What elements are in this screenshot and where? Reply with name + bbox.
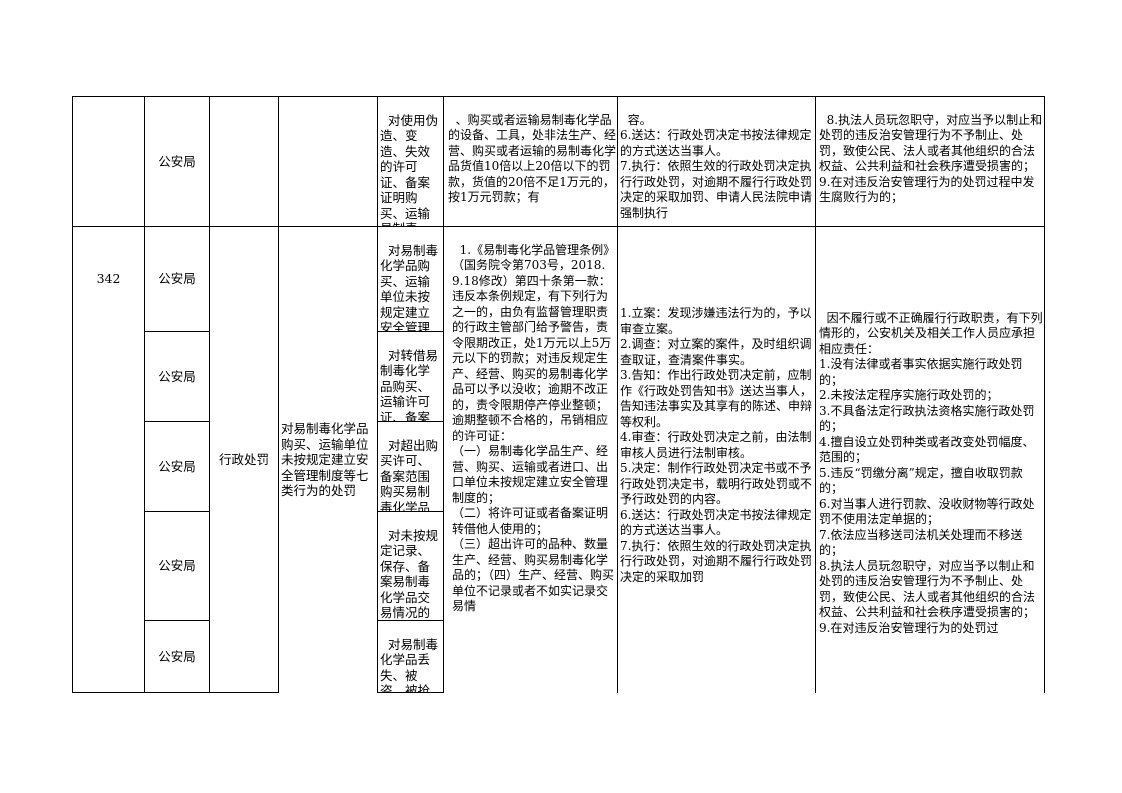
grid-line — [617, 96, 618, 693]
grid-line — [144, 511, 209, 512]
basis-text: 1.《易制毒化学品管理条例》（国务院令第703号，2018.9.18修改）第四十… — [452, 242, 616, 614]
category-cell: 行政处罚 — [210, 227, 278, 693]
grid-line — [1044, 96, 1045, 693]
row-number-cell: 342 — [73, 227, 144, 331]
grid-line — [144, 96, 145, 693]
process-cell: 1.立案：发现涉嫌违法行为的，予以审查立案。 2.调查：对立案的案件，及时组织调… — [620, 227, 814, 693]
grid-line — [209, 96, 210, 693]
process-text: 容。 6.送达：行政处罚决定书按法律规定的方式送达当事人。 7.执行：依照生效的… — [620, 112, 813, 220]
category-text: 行政处罚 — [218, 452, 269, 468]
item-name-text: 对易制毒化学品购买、运输单位未按规定建立安全管理制度等七类行为的处罚 — [281, 421, 369, 499]
basis-cell: 1.《易制毒化学品管理条例》（国务院令第703号，2018.9.18修改）第四十… — [452, 227, 616, 693]
basis-text: 、购买或者运输易制毒化学品的设备、工具，处非法生产、经营、购买或者运输的易制毒化… — [448, 112, 616, 205]
subitem-text: 对使用伪造、变造、失效的许可证、备案证明购买、运输易制毒 — [380, 112, 438, 227]
grid-line — [377, 692, 443, 693]
grid-line — [72, 226, 1045, 227]
subitem-cell: 对易制毒化学品丢失、被盗、被抢不 — [379, 621, 443, 693]
subitem-text: 对易制毒化学品购买、运输单位未按规定建立安全管理 — [380, 242, 438, 332]
department-cell: 公安局 — [145, 227, 209, 331]
grid-line — [377, 620, 443, 621]
process-text: 1.立案：发现涉嫌违法行为的，予以审查立案。 2.调查：对立案的案件，及时组织调… — [620, 306, 813, 584]
department-text: 公安局 — [158, 271, 196, 287]
subitem-text: 对超出购买许可、备案范围购买易制毒化学品 — [380, 437, 438, 512]
grid-line — [72, 96, 73, 693]
subitem-text: 对未按规定记录、保存、备案易制毒化学品交易情况的 — [380, 527, 438, 621]
department-text: 公安局 — [158, 648, 196, 664]
item-name-cell: 对易制毒化学品购买、运输单位未按规定建立安全管理制度等七类行为的处罚 — [281, 227, 377, 693]
grid-line — [443, 96, 444, 693]
subitem-cell: 对未按规定记录、保存、备案易制毒化学品交易情况的 — [379, 512, 443, 621]
liability-cell: 因不履行或不正确履行行政职责，有下列情形的，公安机关及相关工作人员应承担相应责任… — [819, 227, 1043, 693]
department-cell: 公安局 — [145, 332, 209, 421]
grid-line — [377, 511, 443, 512]
subitem-cell: 对转借易制毒化学品购买、运输许可证、备案 — [379, 332, 443, 422]
grid-line — [278, 96, 279, 693]
department-text: 公安局 — [158, 558, 196, 574]
department-cell: 公安局 — [145, 512, 209, 620]
department-text: 公安局 — [158, 458, 196, 474]
process-cell: 容。 6.送达：行政处罚决定书按法律规定的方式送达当事人。 7.执行：依照生效的… — [620, 97, 814, 226]
liability-text: 8.执法人员玩忽职守，对应当予以制止和处罚的违反治安管理行为不予制止、处罚，致使… — [819, 112, 1043, 205]
subitem-cell: 对易制毒化学品购买、运输单位未按规定建立安全管理 — [379, 227, 443, 332]
grid-line — [144, 421, 209, 422]
grid-line — [72, 96, 1045, 97]
subitem-text: 对转借易制毒化学品购买、运输许可证、备案 — [380, 347, 438, 422]
grid-line — [377, 421, 443, 422]
subitem-cell: 对超出购买许可、备案范围购买易制毒化学品 — [379, 422, 443, 512]
subitem-cell: 对使用伪造、变造、失效的许可证、备案证明购买、运输易制毒 — [379, 97, 443, 227]
grid-line — [377, 96, 378, 693]
department-text: 公安局 — [158, 368, 196, 384]
department-cell: 公安局 — [145, 621, 209, 692]
liability-text: 因不履行或不正确履行行政职责，有下列情形的，公安机关及相关工作人员应承担相应责任… — [819, 310, 1043, 635]
department-cell: 公安局 — [145, 97, 209, 226]
grid-line — [144, 331, 209, 332]
grid-line — [144, 620, 209, 621]
department-text: 公安局 — [158, 153, 196, 169]
grid-line — [72, 692, 279, 693]
department-cell: 公安局 — [145, 422, 209, 511]
subitem-text: 对易制毒化学品丢失、被盗、被抢不 — [380, 636, 438, 693]
liability-cell: 8.执法人员玩忽职守，对应当予以制止和处罚的违反治安管理行为不予制止、处罚，致使… — [819, 97, 1043, 226]
grid-line — [377, 331, 443, 332]
row-number: 342 — [96, 271, 121, 287]
grid-line — [815, 96, 816, 693]
basis-cell: 、购买或者运输易制毒化学品的设备、工具，处非法生产、经营、购买或者运输的易制毒化… — [448, 97, 616, 226]
